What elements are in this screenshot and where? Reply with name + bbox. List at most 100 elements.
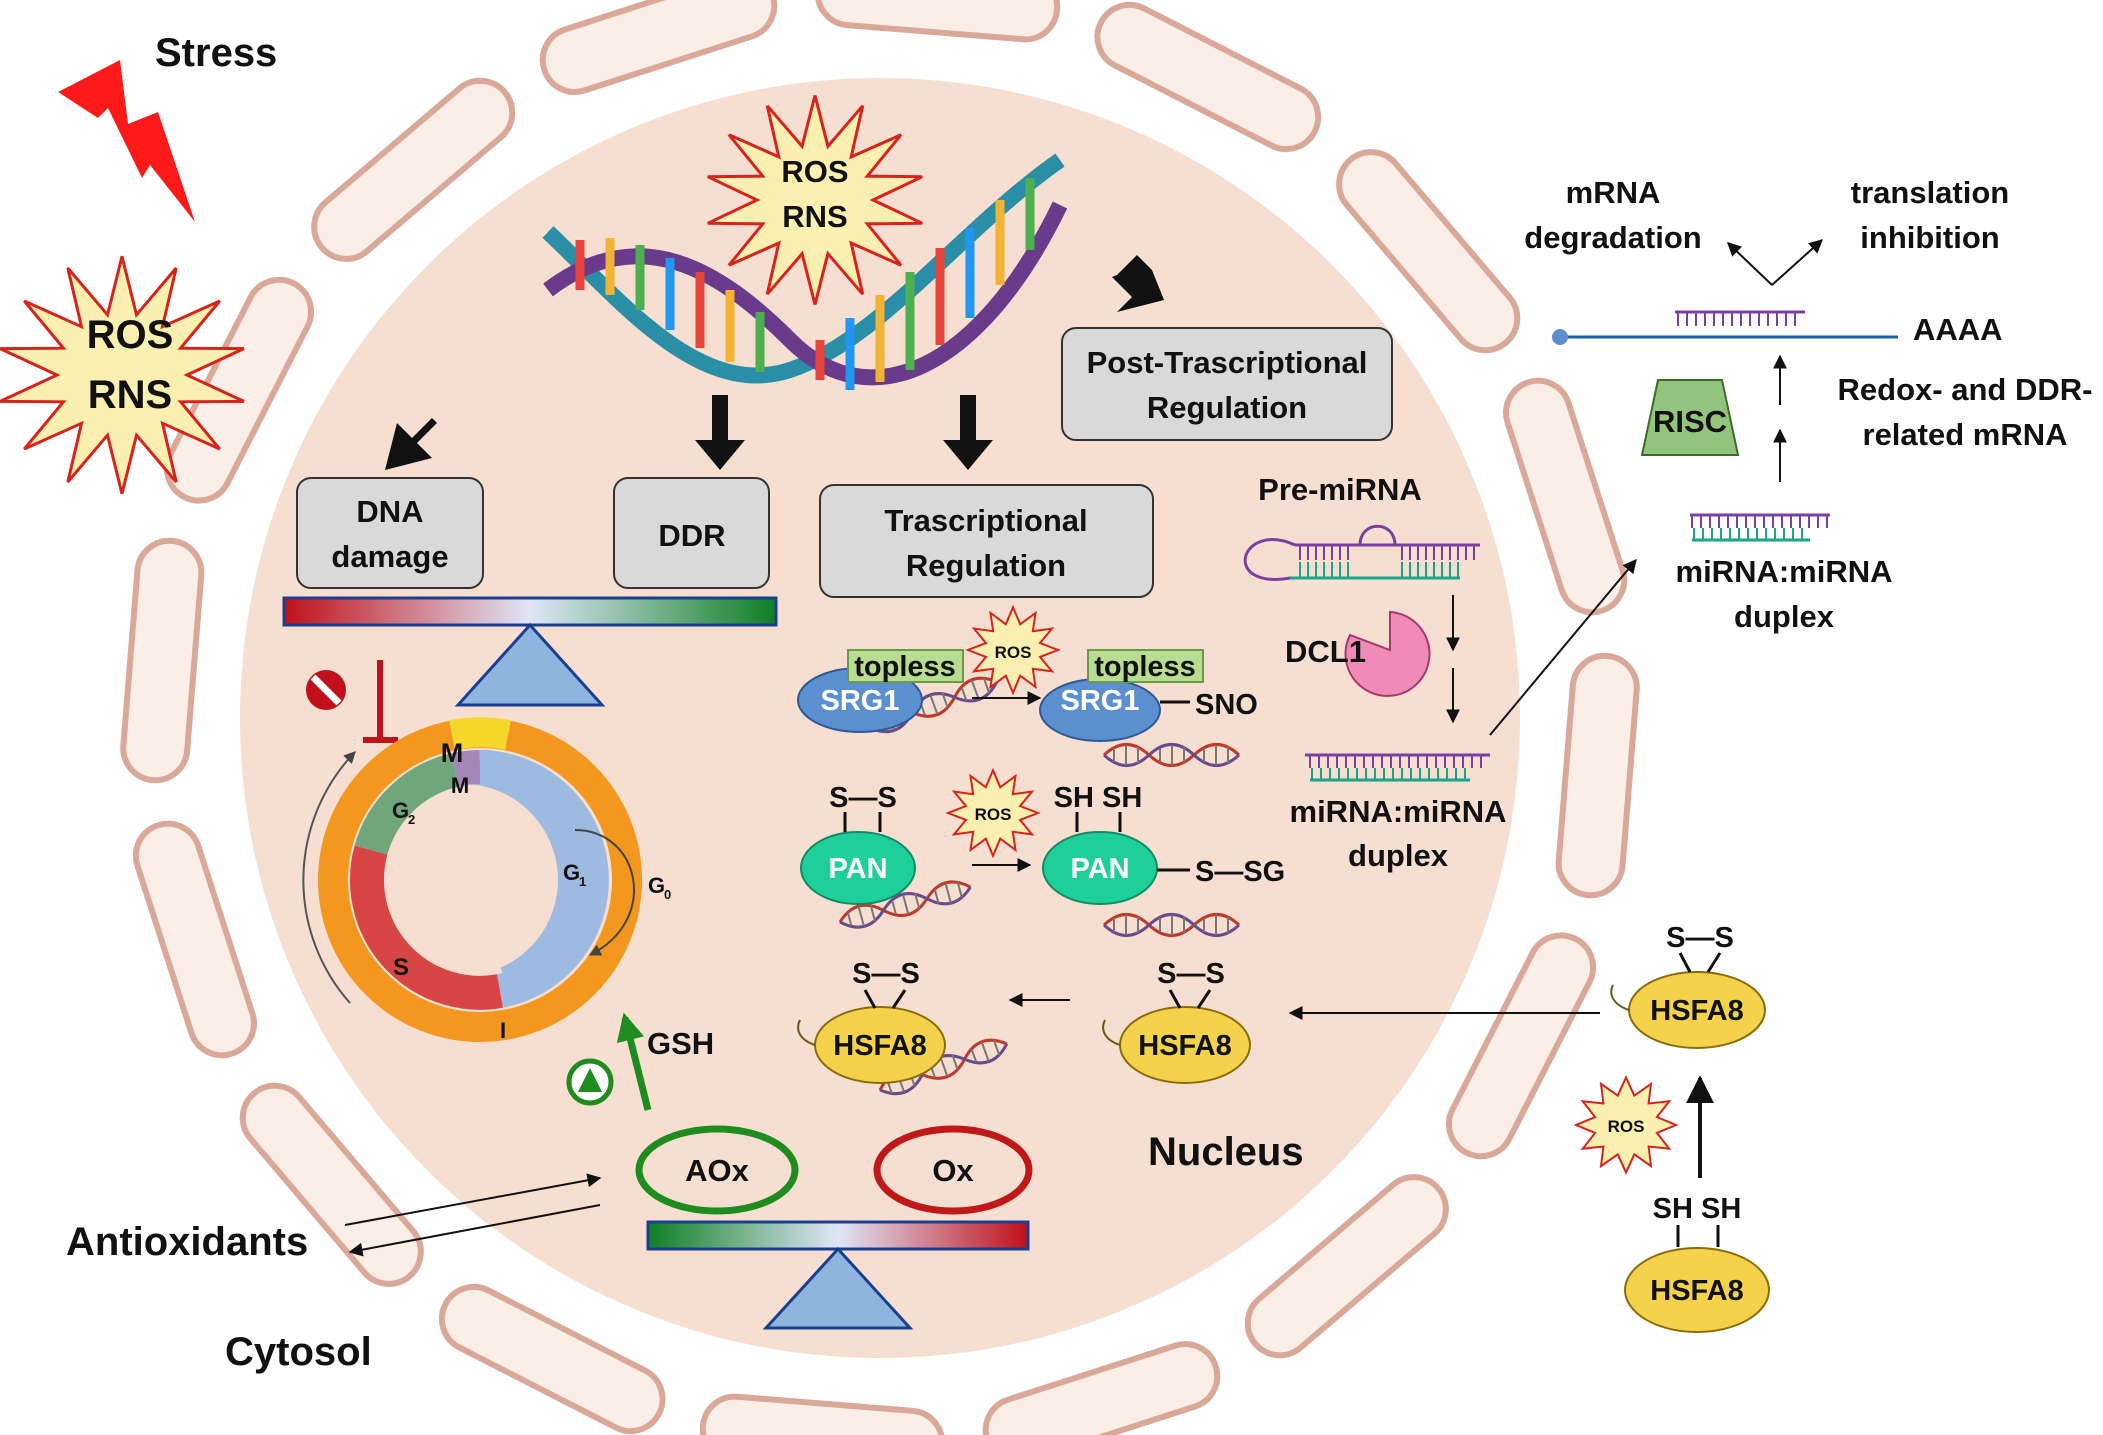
hsfa8-nuclear-row: HSFA8 S—S HSFA8 S—S [797,958,1251,1102]
post-transcriptional-regulation-box: Post-Trascriptional Regulation [1061,327,1393,441]
svg-text:G: G [648,873,665,898]
membrane-segment [1094,1,1322,153]
membrane-segment [120,537,205,784]
svg-text:SNO: SNO [1195,689,1258,721]
membrane-segment [982,1341,1221,1435]
svg-text:SRG1: SRG1 [1061,685,1140,717]
svg-text:0: 0 [664,887,671,902]
svg-text:Post-Trascriptional: Post-Trascriptional [1087,345,1368,380]
svg-text:I: I [500,1018,506,1043]
svg-text:miRNA:miRNA: miRNA:miRNA [1676,554,1893,589]
ddr-box: DDR [613,477,770,589]
svg-text:related mRNA: related mRNA [1863,417,2068,452]
svg-text:AOx: AOx [685,1153,750,1188]
svg-text:M: M [451,773,469,798]
svg-text:PAN: PAN [828,853,887,885]
ros-starburst-large [0,255,245,495]
aox-ellipse [635,1125,799,1215]
nucleus-label: Nucleus [1148,1130,1304,1174]
svg-text:2: 2 [408,812,415,827]
membrane-segment [1503,377,1628,616]
membrane-segment [539,0,778,95]
svg-text:S—S: S—S [1157,958,1225,990]
svg-text:mRNA: mRNA [1566,175,1661,210]
cell-cycle-diagram: M M G 2 G 1 G 0 S I [302,717,671,1043]
svg-text:GSH: GSH [647,1026,714,1061]
srg1-row: topless SRG1 ROS topless SRG1 SNO [797,604,1258,767]
ros-starburst-top [707,95,923,305]
svg-text:HSFA8: HSFA8 [1138,1030,1231,1062]
stress-label: Stress [155,31,277,75]
mirna-pathway: Pre-miRNA DCL1 miRNA:miRNA duplex miRNA:… [1243,175,2093,873]
membrane-segment [1336,149,1521,354]
gsh-indicator: GSH [566,1012,714,1111]
membrane-segment [438,1283,666,1435]
membrane-segments [120,0,1640,1435]
pan-row: PAN S—S ROS PAN SH SH S—SG [800,767,1285,937]
svg-text:duplex: duplex [1734,599,1835,634]
svg-text:HSFA8: HSFA8 [1650,1275,1743,1307]
membrane-segment [239,1082,424,1287]
cytosol-label: Cytosol [225,1330,372,1374]
rns-label-top: RNS [782,199,847,234]
transcriptional-regulation-box: Trascriptional Regulation [819,484,1154,598]
svg-text:DDR: DDR [658,518,725,553]
svg-text:DCL1: DCL1 [1285,634,1366,669]
svg-text:Regulation: Regulation [906,548,1066,583]
ox-ellipse [873,1125,1033,1215]
svg-text:Pre-miRNA: Pre-miRNA [1258,472,1422,507]
svg-text:degradation: degradation [1524,220,1701,255]
svg-text:ROS: ROS [995,643,1032,662]
svg-text:AAAA: AAAA [1913,312,2003,347]
membrane-segment [1445,932,1597,1160]
ros-label-top: ROS [781,154,848,189]
svg-text:Regulation: Regulation [1147,390,1307,425]
svg-text:DNA: DNA [356,494,423,529]
svg-text:ROS: ROS [975,805,1012,824]
svg-text:PAN: PAN [1070,853,1129,885]
pathway-arrows [385,255,1164,470]
svg-text:HSFA8: HSFA8 [1650,995,1743,1027]
svg-text:damage: damage [331,539,448,574]
svg-text:translation: translation [1851,175,2009,210]
membrane-segment [163,276,315,504]
svg-text:duplex: duplex [1348,838,1449,873]
svg-text:Antioxidants: Antioxidants [66,1220,308,1264]
damage-balance-scale [282,596,778,707]
membrane-segment [699,1393,946,1435]
rns-label-left: RNS [88,373,172,417]
dna-double-helix [542,153,1068,390]
svg-text:S—S: S—S [852,958,920,990]
svg-text:SH SH: SH SH [1653,1193,1742,1225]
redox-balance-scale: AOx Ox [635,1125,1033,1330]
svg-text:1: 1 [579,874,586,889]
svg-text:M: M [441,738,464,768]
svg-text:topless: topless [1094,651,1196,683]
membrane-segment [814,0,1061,43]
membrane-segment [1555,652,1640,899]
svg-text:SRG1: SRG1 [821,685,900,717]
membrane-segment [1244,1174,1449,1359]
svg-text:S: S [393,954,409,981]
svg-text:SH SH: SH SH [1054,782,1143,814]
membrane-segment [132,820,257,1059]
svg-text:ROS: ROS [1608,1117,1645,1136]
svg-text:S—SG: S—SG [1195,856,1285,888]
membrane-segment [311,77,516,262]
svg-text:inhibition: inhibition [1860,220,1999,255]
ros-label-left: ROS [87,313,174,357]
svg-text:Ox: Ox [932,1153,974,1188]
svg-text:Redox- and DDR-: Redox- and DDR- [1838,372,2093,407]
svg-text:topless: topless [854,651,956,683]
inhibition-icon [306,660,398,743]
svg-text:miRNA:miRNA: miRNA:miRNA [1290,794,1507,829]
svg-text:S—S: S—S [1666,922,1734,954]
svg-text:S—S: S—S [829,782,897,814]
svg-text:HSFA8: HSFA8 [833,1030,926,1062]
antioxidants-exchange: Antioxidants [66,1173,602,1264]
dna-damage-box: DNA damage [296,477,484,589]
svg-text:Trascriptional: Trascriptional [884,503,1087,538]
svg-text:G: G [392,798,409,823]
lightning-icon [58,60,195,222]
